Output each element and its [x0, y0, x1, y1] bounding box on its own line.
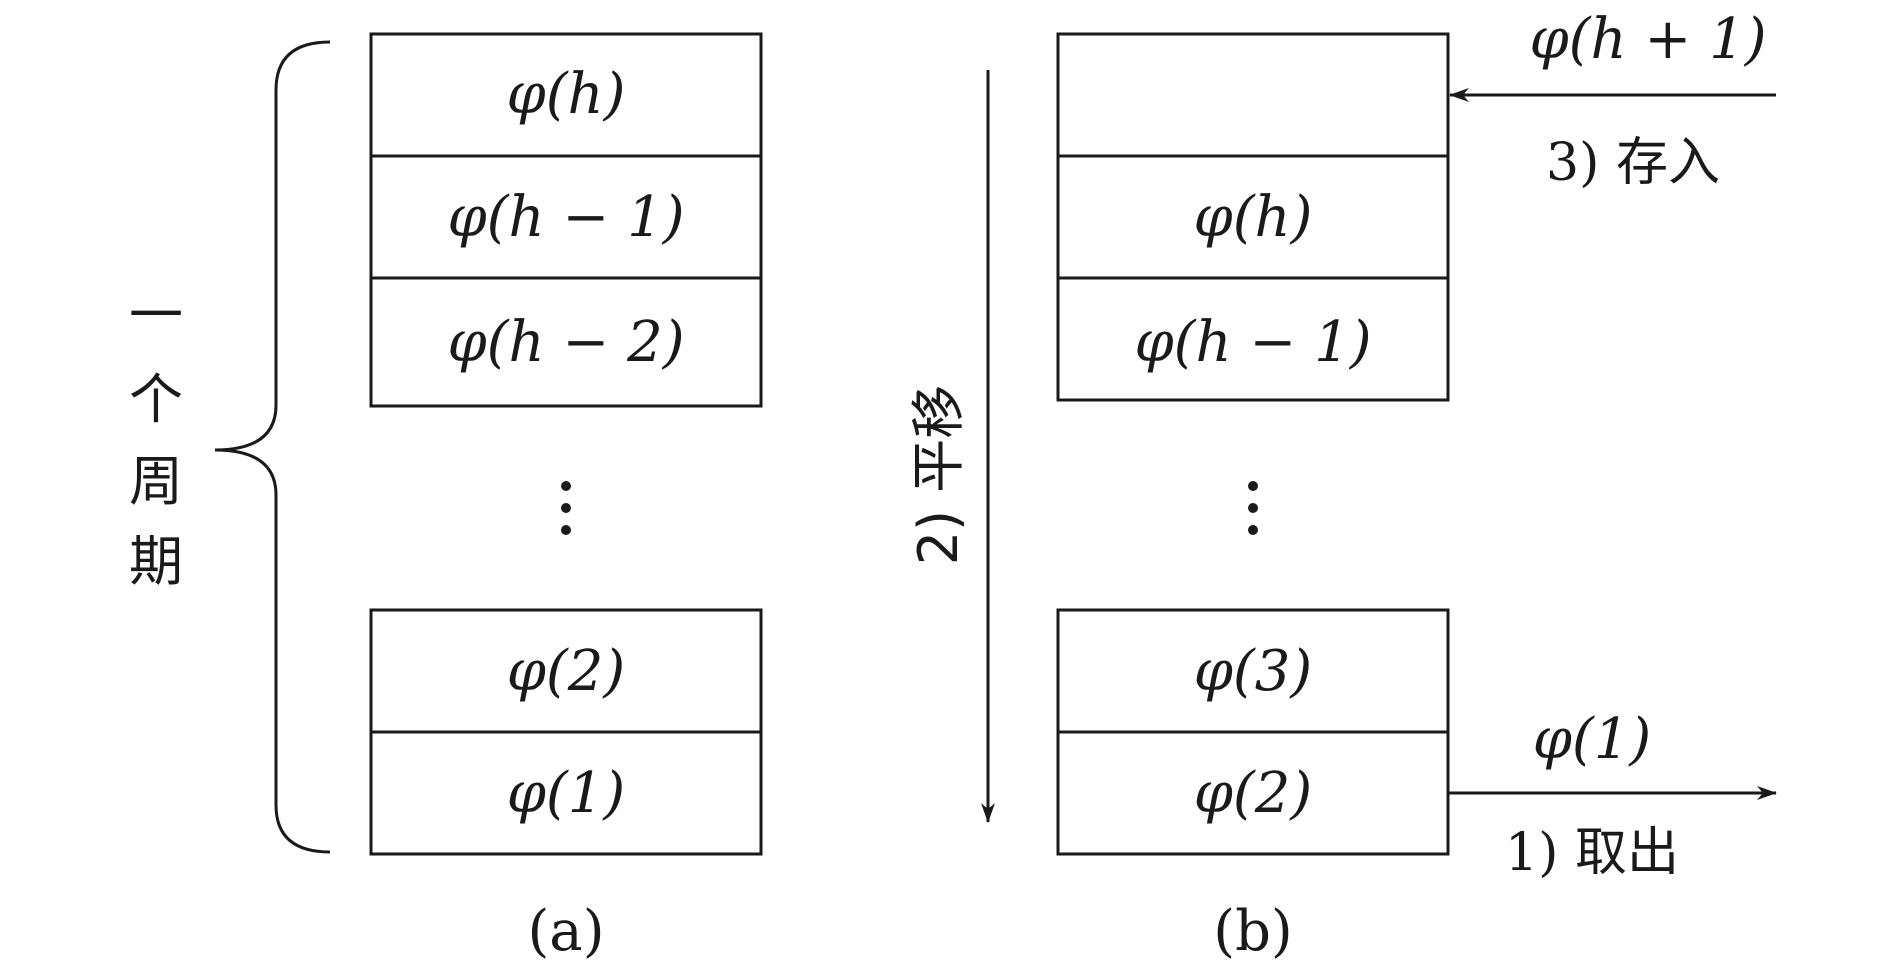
take-value: φ(1)	[1533, 707, 1652, 772]
panel-b: 2) 平移 φ(h) φ(h − 1) φ(3) φ(2) φ(h + 1) 3…	[907, 7, 1777, 964]
panel-a-caption: (a)	[527, 899, 604, 964]
panel-a-cell-2	[369, 154, 763, 280]
panel-a-top-stack: φ(h) φ(h − 1) φ(h − 2)	[369, 32, 763, 408]
period-label-char-3: 周	[129, 450, 183, 513]
period-label-char-2: 个	[129, 368, 183, 431]
panel-a-ellipsis	[561, 481, 571, 535]
panel-b-ellipsis	[1248, 481, 1258, 535]
panel-b-cell-2	[1056, 154, 1450, 280]
shift-label: 2) 平移	[907, 385, 970, 566]
panel-b-cell-3-label: φ(h − 1)	[1134, 310, 1371, 375]
panel-b-top-stack: φ(h) φ(h − 1)	[1056, 32, 1450, 402]
panel-a-bottom-stack: φ(2) φ(1)	[369, 608, 763, 856]
period-brace	[214, 40, 331, 854]
store-value: φ(h + 1)	[1529, 7, 1766, 72]
panel-a-cell-1	[369, 32, 763, 158]
panel-b-cell-2-label: φ(h)	[1194, 185, 1313, 250]
panel-a-cell-4-label: φ(2)	[507, 639, 626, 704]
period-label-char-4: 期	[129, 530, 183, 593]
panel-b-caption: (b)	[1213, 899, 1293, 964]
period-label: 一 个 周 期	[129, 284, 183, 593]
panel-a-cell-2-label: φ(h − 1)	[447, 185, 684, 250]
panel-a: 一 个 周 期 φ(h) φ(h − 1) φ(h − 2) φ(2) φ(1)	[129, 32, 763, 964]
panel-a-cell-1-label: φ(h)	[507, 62, 626, 127]
panel-b-cell-4-label: φ(3)	[1194, 639, 1313, 704]
panel-b-cell-3	[1056, 276, 1450, 402]
panel-a-cell-3-label: φ(h − 2)	[447, 310, 684, 375]
panel-a-cell-3	[369, 276, 763, 408]
panel-b-cell-4	[1056, 608, 1450, 734]
panel-b-cell-5	[1056, 730, 1450, 856]
panel-a-cell-5	[369, 730, 763, 856]
store-label: 3) 存入	[1546, 133, 1720, 193]
panel-b-cell-5-label: φ(2)	[1194, 761, 1313, 826]
take-label: 1) 取出	[1505, 823, 1679, 883]
period-label-char-1: 一	[129, 284, 183, 347]
panel-b-cell-1	[1056, 32, 1450, 158]
panel-b-bottom-stack: φ(3) φ(2)	[1056, 608, 1450, 856]
panel-a-cell-4	[369, 608, 763, 734]
panel-a-cell-5-label: φ(1)	[507, 761, 626, 826]
